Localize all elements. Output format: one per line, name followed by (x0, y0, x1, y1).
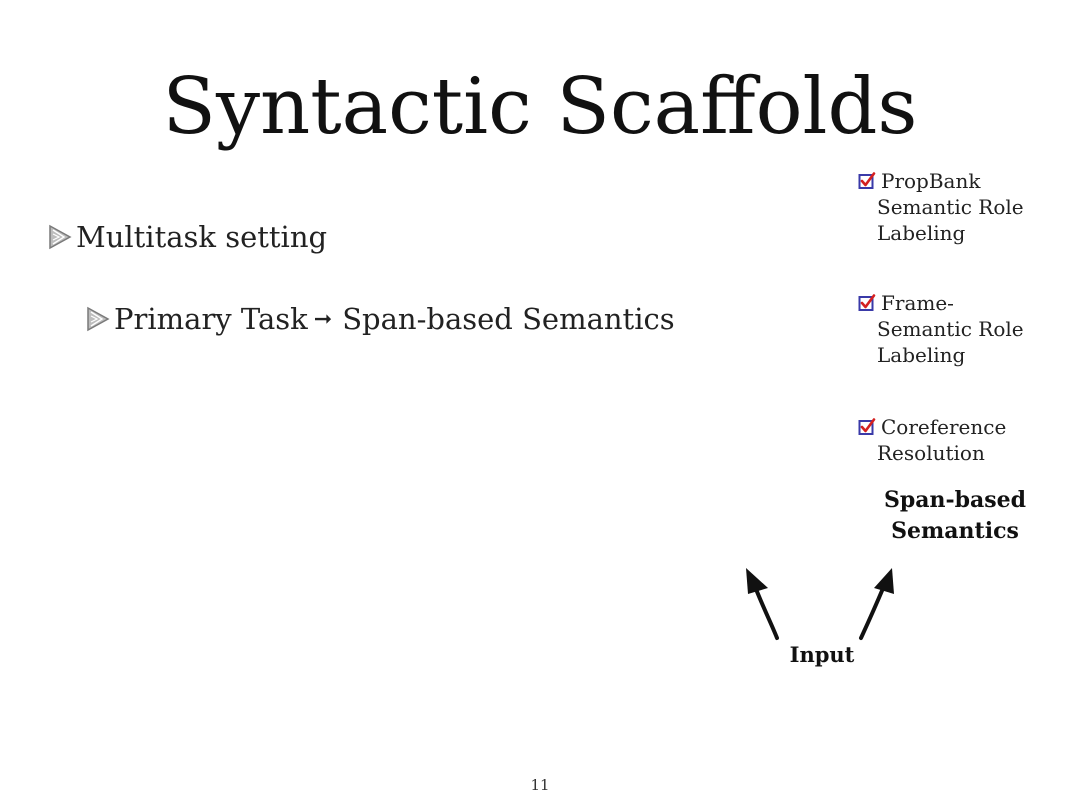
task-frame-srl: Frame- Semantic Role Labeling (858, 290, 1058, 368)
task-propbank-srl: PropBank Semantic Role Labeling (858, 168, 1058, 246)
right-arrow-icon: ➞ (313, 306, 333, 332)
checkbox-checked-icon (858, 172, 876, 189)
task-label-line: Resolution (877, 441, 985, 465)
primary-task-label-line1: Span-based (883, 487, 1027, 513)
arrow-up-icon (746, 568, 779, 640)
task-label: Frame- (881, 291, 954, 315)
task-label: Coreference (881, 415, 1007, 439)
primary-task-label-line2: Semantics (891, 518, 1019, 544)
input-label: Input (789, 642, 855, 667)
triangle-bullet-icon (87, 306, 110, 332)
checkbox-checked-icon (858, 418, 876, 435)
task-label-line: Labeling (877, 221, 966, 245)
primary-task-label: Span-based Semantics (870, 485, 1040, 547)
page-number: 11 (530, 776, 550, 794)
task-coreference-resolution: Coreference Resolution (858, 414, 1058, 466)
bullet-multitask-setting: Multitask setting (48, 220, 327, 254)
bullet-primary-task: Primary Task ➞ Span-based Semantics (86, 302, 675, 336)
bullet-text-span-based-semantics: Span-based Semantics (342, 302, 675, 336)
bullet-text: Multitask setting (76, 220, 328, 254)
arrow-up-icon (859, 568, 894, 640)
checkbox-checked-icon (858, 294, 876, 311)
task-label-line: Labeling (877, 343, 966, 367)
task-label: PropBank (881, 169, 981, 193)
triangle-bullet-icon (49, 224, 72, 250)
slide-title: Syntactic Scaffolds (162, 62, 918, 152)
task-label-line: Semantic Role (877, 195, 1024, 219)
bullet-text-primary-task: Primary Task (114, 302, 308, 336)
task-label-line: Semantic Role (877, 317, 1024, 341)
